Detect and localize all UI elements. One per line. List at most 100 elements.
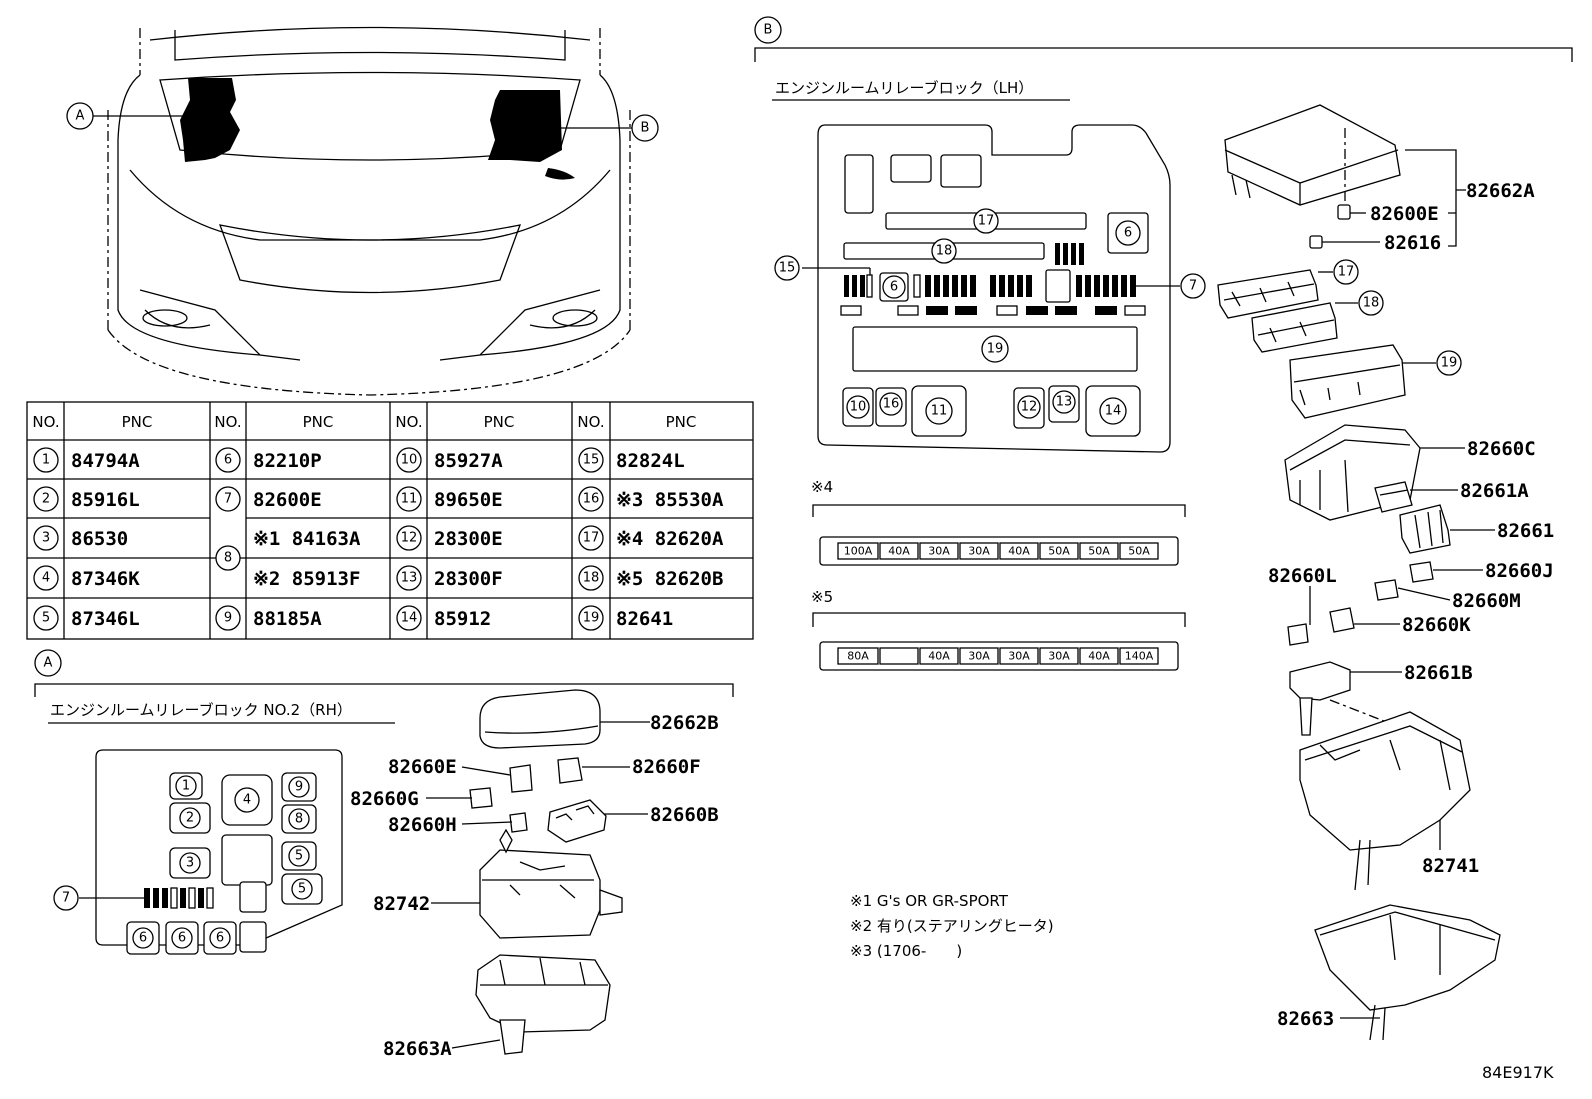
fuse-strip-4: ※4 100A 40A 30A 30A 40A 50A 50A 50A bbox=[811, 478, 1186, 566]
svg-text:※2 85913F: ※2 85913F bbox=[253, 568, 360, 590]
part-82660G: 82660G bbox=[350, 788, 419, 810]
svg-text:12: 12 bbox=[1021, 400, 1038, 415]
svg-text:10: 10 bbox=[850, 400, 867, 415]
table-row: 3 86530 bbox=[33, 525, 128, 551]
svg-text:85912: 85912 bbox=[434, 608, 491, 630]
svg-text:17: 17 bbox=[583, 531, 600, 546]
svg-text:11: 11 bbox=[931, 404, 948, 419]
svg-text:50A: 50A bbox=[1048, 545, 1070, 558]
footnotes: ※1 G's OR GR-SPORT ※2 有り(ステアリングヒータ) ※3 (… bbox=[850, 892, 1054, 960]
svg-text:3: 3 bbox=[42, 531, 50, 546]
section-a-label: A bbox=[44, 656, 53, 671]
table-row: 4 87346K bbox=[33, 565, 140, 591]
svg-text:84794A: 84794A bbox=[71, 450, 140, 472]
part-82660C: 82660C bbox=[1467, 438, 1536, 460]
table-row: 17 ※4 82620A bbox=[578, 525, 724, 551]
part-82662B: 82662B bbox=[650, 712, 719, 734]
svg-text:87346K: 87346K bbox=[71, 568, 140, 590]
svg-text:28300E: 28300E bbox=[434, 528, 503, 550]
svg-text:15: 15 bbox=[583, 453, 600, 468]
header-no-4: NO. bbox=[577, 413, 604, 431]
svg-text:4: 4 bbox=[42, 571, 50, 586]
svg-text:50A: 50A bbox=[1128, 545, 1150, 558]
part-82660B: 82660B bbox=[650, 804, 719, 826]
svg-text:40A: 40A bbox=[1008, 545, 1030, 558]
part-82660J: 82660J bbox=[1485, 560, 1554, 582]
svg-text:A: A bbox=[76, 109, 85, 124]
car-front-view bbox=[107, 26, 631, 396]
svg-text:13: 13 bbox=[1056, 395, 1073, 410]
part-82660L: 82660L bbox=[1268, 565, 1337, 587]
table-row: 8 ※1 84163A ※2 85913F bbox=[215, 528, 361, 590]
section-b-label: B bbox=[764, 23, 773, 38]
header-pnc-3: PNC bbox=[484, 413, 515, 431]
svg-text:40A: 40A bbox=[888, 545, 910, 558]
svg-text:10: 10 bbox=[401, 453, 418, 468]
part-82616: 82616 bbox=[1384, 232, 1441, 254]
svg-text:5: 5 bbox=[298, 882, 306, 897]
part-82663A: 82663A bbox=[383, 1038, 452, 1060]
svg-text:※1 84163A: ※1 84163A bbox=[253, 528, 361, 550]
svg-text:40A: 40A bbox=[928, 650, 950, 663]
svg-text:30A: 30A bbox=[928, 545, 950, 558]
svg-text:19: 19 bbox=[987, 342, 1004, 357]
callout-18: 18 bbox=[1363, 296, 1380, 311]
svg-text:40A: 40A bbox=[1088, 650, 1110, 663]
svg-text:14: 14 bbox=[401, 611, 418, 626]
svg-text:30A: 30A bbox=[1008, 650, 1030, 663]
part-82661B: 82661B bbox=[1404, 662, 1473, 684]
section-b-parts: 82662A 82600E 82616 17 18 19 82660C 8266… bbox=[1217, 104, 1554, 1041]
svg-text:30A: 30A bbox=[1048, 650, 1070, 663]
svg-text:8: 8 bbox=[224, 551, 232, 566]
section-b: B エンジンルームリレーブロック（LH） 17 18 6 6 bbox=[754, 16, 1573, 453]
note-2: ※2 有り(ステアリングヒータ) bbox=[850, 917, 1054, 935]
header-no-1: NO. bbox=[32, 413, 59, 431]
note-1: ※1 G's OR GR-SPORT bbox=[850, 892, 1009, 910]
table-row: 14 85912 bbox=[396, 605, 491, 631]
svg-text:※5 82620B: ※5 82620B bbox=[616, 568, 723, 590]
svg-text:87346L: 87346L bbox=[71, 608, 140, 630]
table-row: 18 ※5 82620B bbox=[578, 565, 723, 591]
part-82663: 82663 bbox=[1277, 1008, 1334, 1030]
svg-text:85927A: 85927A bbox=[434, 450, 503, 472]
header-no-3: NO. bbox=[395, 413, 422, 431]
fuse-strip-5-label: ※5 bbox=[811, 588, 833, 606]
header-pnc-2: PNC bbox=[303, 413, 334, 431]
part-82661A: 82661A bbox=[1460, 480, 1529, 502]
svg-text:B: B bbox=[641, 121, 650, 136]
svg-text:18: 18 bbox=[583, 571, 600, 586]
section-a: A エンジンルームリレーブロック NO.2（RH） 1 2 3 4 9 8 5 … bbox=[34, 649, 734, 955]
part-82742: 82742 bbox=[373, 893, 430, 915]
section-a-title: エンジンルームリレーブロック NO.2（RH） bbox=[50, 701, 352, 719]
svg-text:4: 4 bbox=[243, 793, 251, 808]
svg-text:140A: 140A bbox=[1125, 650, 1154, 663]
svg-text:6: 6 bbox=[139, 931, 147, 946]
callout-a: A bbox=[66, 102, 183, 130]
svg-text:1: 1 bbox=[182, 779, 190, 794]
section-a-parts: 82662B 82660E 82660F 82660G 82660B 82660… bbox=[350, 689, 719, 1060]
svg-text:※3 85530A: ※3 85530A bbox=[616, 489, 724, 511]
svg-text:15: 15 bbox=[779, 261, 796, 276]
svg-text:50A: 50A bbox=[1088, 545, 1110, 558]
section-b-title: エンジンルームリレーブロック（LH） bbox=[775, 79, 1033, 97]
svg-text:7: 7 bbox=[224, 492, 232, 507]
diagram-id: 84E917K bbox=[1482, 1063, 1554, 1082]
svg-text:8: 8 bbox=[295, 812, 303, 827]
svg-text:85916L: 85916L bbox=[71, 489, 140, 511]
part-82741: 82741 bbox=[1422, 855, 1479, 877]
svg-text:86530: 86530 bbox=[71, 528, 128, 550]
svg-text:11: 11 bbox=[401, 492, 418, 507]
svg-text:17: 17 bbox=[978, 214, 995, 229]
svg-text:100A: 100A bbox=[844, 545, 873, 558]
svg-text:※4 82620A: ※4 82620A bbox=[616, 528, 724, 550]
svg-text:82824L: 82824L bbox=[616, 450, 685, 472]
svg-text:9: 9 bbox=[295, 780, 303, 795]
